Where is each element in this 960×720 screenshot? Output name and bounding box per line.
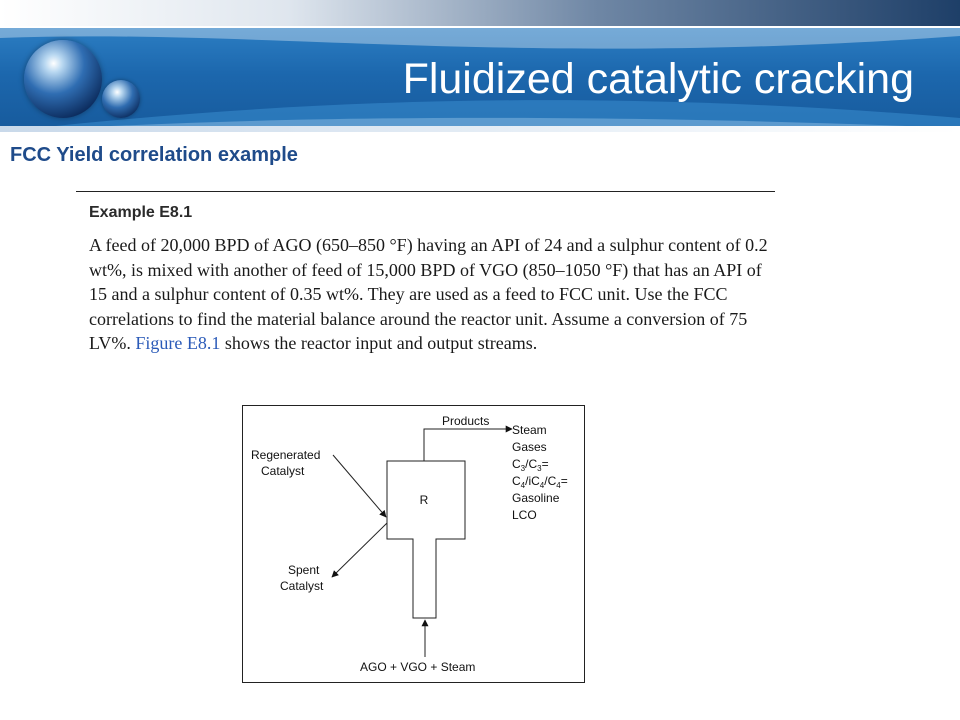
product-lco: LCO — [512, 508, 537, 522]
products-label: Products — [442, 414, 489, 428]
header-wave-decoration — [0, 28, 960, 132]
example-divider — [76, 191, 775, 192]
header-bottom-strip — [0, 126, 960, 132]
header-top-band — [0, 0, 960, 26]
diagram-border — [242, 405, 585, 683]
product-c4: C4/iC4/C4= — [512, 474, 568, 490]
spent-label-line1: Spent — [288, 563, 320, 577]
example-body-main: A feed of 20,000 BPD of AGO (650–850 °F)… — [89, 235, 768, 354]
regenerated-catalyst-arrow — [332, 454, 387, 518]
regenerated-label-line2: Catalyst — [261, 464, 305, 478]
regenerated-label-line1: Regenerated — [251, 448, 320, 462]
figure-reference-link[interactable]: Figure E8.1 — [135, 333, 221, 354]
section-heading: FCC Yield correlation example — [10, 144, 298, 166]
product-gasoline: Gasoline — [512, 491, 560, 505]
slide-title: Fluidized catalytic cracking — [402, 55, 914, 103]
spent-label-line2: Catalyst — [280, 579, 324, 593]
globe-logo-icon — [24, 40, 102, 118]
example-title: Example E8.1 — [89, 204, 193, 221]
feed-label: AGO + VGO + Steam — [360, 660, 475, 674]
spent-catalyst-arrow — [331, 522, 388, 578]
reactor-label: R — [420, 493, 429, 507]
example-body-text: A feed of 20,000 BPD of AGO (650–850 °F)… — [89, 233, 769, 356]
product-steam: Steam — [512, 423, 547, 437]
products-arrow — [423, 425, 513, 461]
product-gases: Gases — [512, 440, 547, 454]
small-globe-icon — [102, 80, 140, 118]
slide-header: Fluidized catalytic cracking — [0, 0, 960, 132]
example-body-end: shows the reactor input and output strea… — [224, 333, 538, 354]
product-c3: C3/C3= — [512, 457, 549, 473]
reactor-diagram: R Products Regenerated Catalyst Spent Ca… — [242, 405, 585, 683]
reactor-vessel — [386, 460, 466, 619]
